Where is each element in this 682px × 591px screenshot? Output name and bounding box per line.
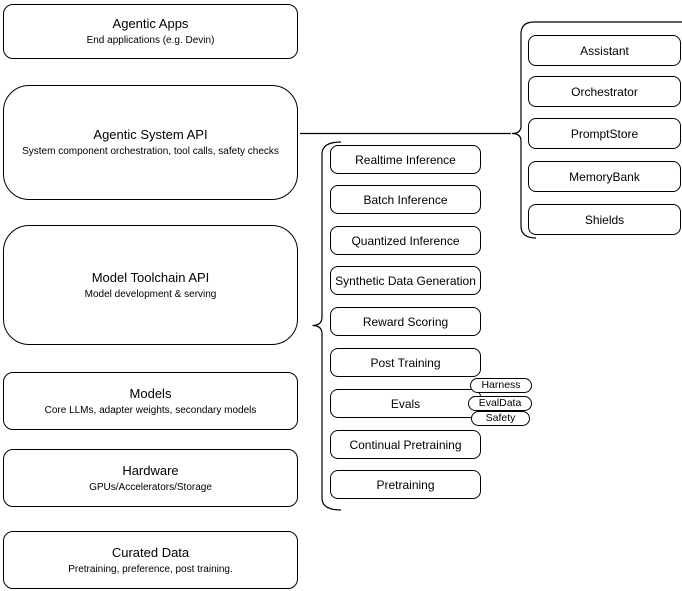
node-post-training: Post Training bbox=[330, 348, 481, 377]
pill-safety: Safety bbox=[471, 411, 530, 426]
node-subtitle: Model development & serving bbox=[84, 288, 217, 300]
node-label: Reward Scoring bbox=[362, 314, 449, 329]
node-label: Continual Pretraining bbox=[349, 437, 462, 452]
node-subtitle: GPUs/Accelerators/Storage bbox=[89, 481, 212, 493]
node-title: Hardware bbox=[122, 462, 179, 478]
node-label: Batch Inference bbox=[363, 192, 448, 207]
node-label: Quantized Inference bbox=[351, 233, 460, 248]
node-label: Orchestrator bbox=[571, 84, 638, 99]
node-label: Realtime Inference bbox=[355, 152, 456, 167]
node-subtitle: System component orchestration, tool cal… bbox=[22, 146, 279, 157]
node-label: Assistant bbox=[580, 43, 629, 58]
node-batch-inference: Batch Inference bbox=[330, 185, 481, 214]
node-label: PromptStore bbox=[570, 126, 639, 141]
node-synthetic-data-generation: Synthetic Data Generation bbox=[330, 266, 481, 295]
node-curated-data: Curated Data Pretraining, preference, po… bbox=[3, 531, 298, 589]
pill-label: EvalData bbox=[478, 397, 522, 409]
node-title: Curated Data bbox=[111, 544, 190, 560]
node-title: Models bbox=[129, 385, 172, 401]
pill-harness: Harness bbox=[470, 378, 532, 393]
node-label: Synthetic Data Generation bbox=[335, 273, 476, 288]
node-subtitle: Pretraining, preference, post training. bbox=[68, 563, 233, 575]
node-title: Agentic System API bbox=[93, 127, 208, 142]
node-subtitle: End applications (e.g. Devin) bbox=[86, 35, 215, 46]
node-title: Agentic Apps bbox=[112, 16, 189, 31]
node-pretraining: Pretraining bbox=[330, 470, 481, 499]
node-memorybank: MemoryBank bbox=[528, 161, 681, 192]
node-label: Post Training bbox=[370, 355, 441, 370]
node-models: Models Core LLMs, adapter weights, secon… bbox=[3, 372, 298, 430]
pill-label: Harness bbox=[481, 379, 521, 391]
node-agentic-apps: Agentic Apps End applications (e.g. Devi… bbox=[3, 4, 298, 59]
node-title: Model Toolchain API bbox=[91, 269, 210, 285]
node-continual-pretraining: Continual Pretraining bbox=[330, 430, 481, 459]
node-shields: Shields bbox=[528, 204, 681, 235]
pill-label: Safety bbox=[485, 412, 516, 424]
node-quantized-inference: Quantized Inference bbox=[330, 226, 481, 255]
node-label: Shields bbox=[584, 212, 625, 227]
node-reward-scoring: Reward Scoring bbox=[330, 307, 481, 336]
node-hardware: Hardware GPUs/Accelerators/Storage bbox=[3, 449, 298, 507]
node-assistant: Assistant bbox=[528, 35, 681, 66]
node-model-toolchain-api: Model Toolchain API Model development & … bbox=[3, 225, 298, 345]
node-promptstore: PromptStore bbox=[528, 118, 681, 149]
node-orchestrator: Orchestrator bbox=[528, 76, 681, 107]
node-label: Pretraining bbox=[376, 477, 435, 492]
node-agentic-system-api: Agentic System API System component orch… bbox=[3, 85, 298, 200]
node-label: MemoryBank bbox=[569, 169, 640, 184]
node-realtime-inference: Realtime Inference bbox=[330, 145, 481, 174]
node-label: Evals bbox=[390, 396, 421, 411]
pill-evaldata: EvalData bbox=[468, 396, 532, 411]
node-evals: Evals bbox=[330, 389, 481, 418]
node-subtitle: Core LLMs, adapter weights, secondary mo… bbox=[44, 404, 257, 416]
